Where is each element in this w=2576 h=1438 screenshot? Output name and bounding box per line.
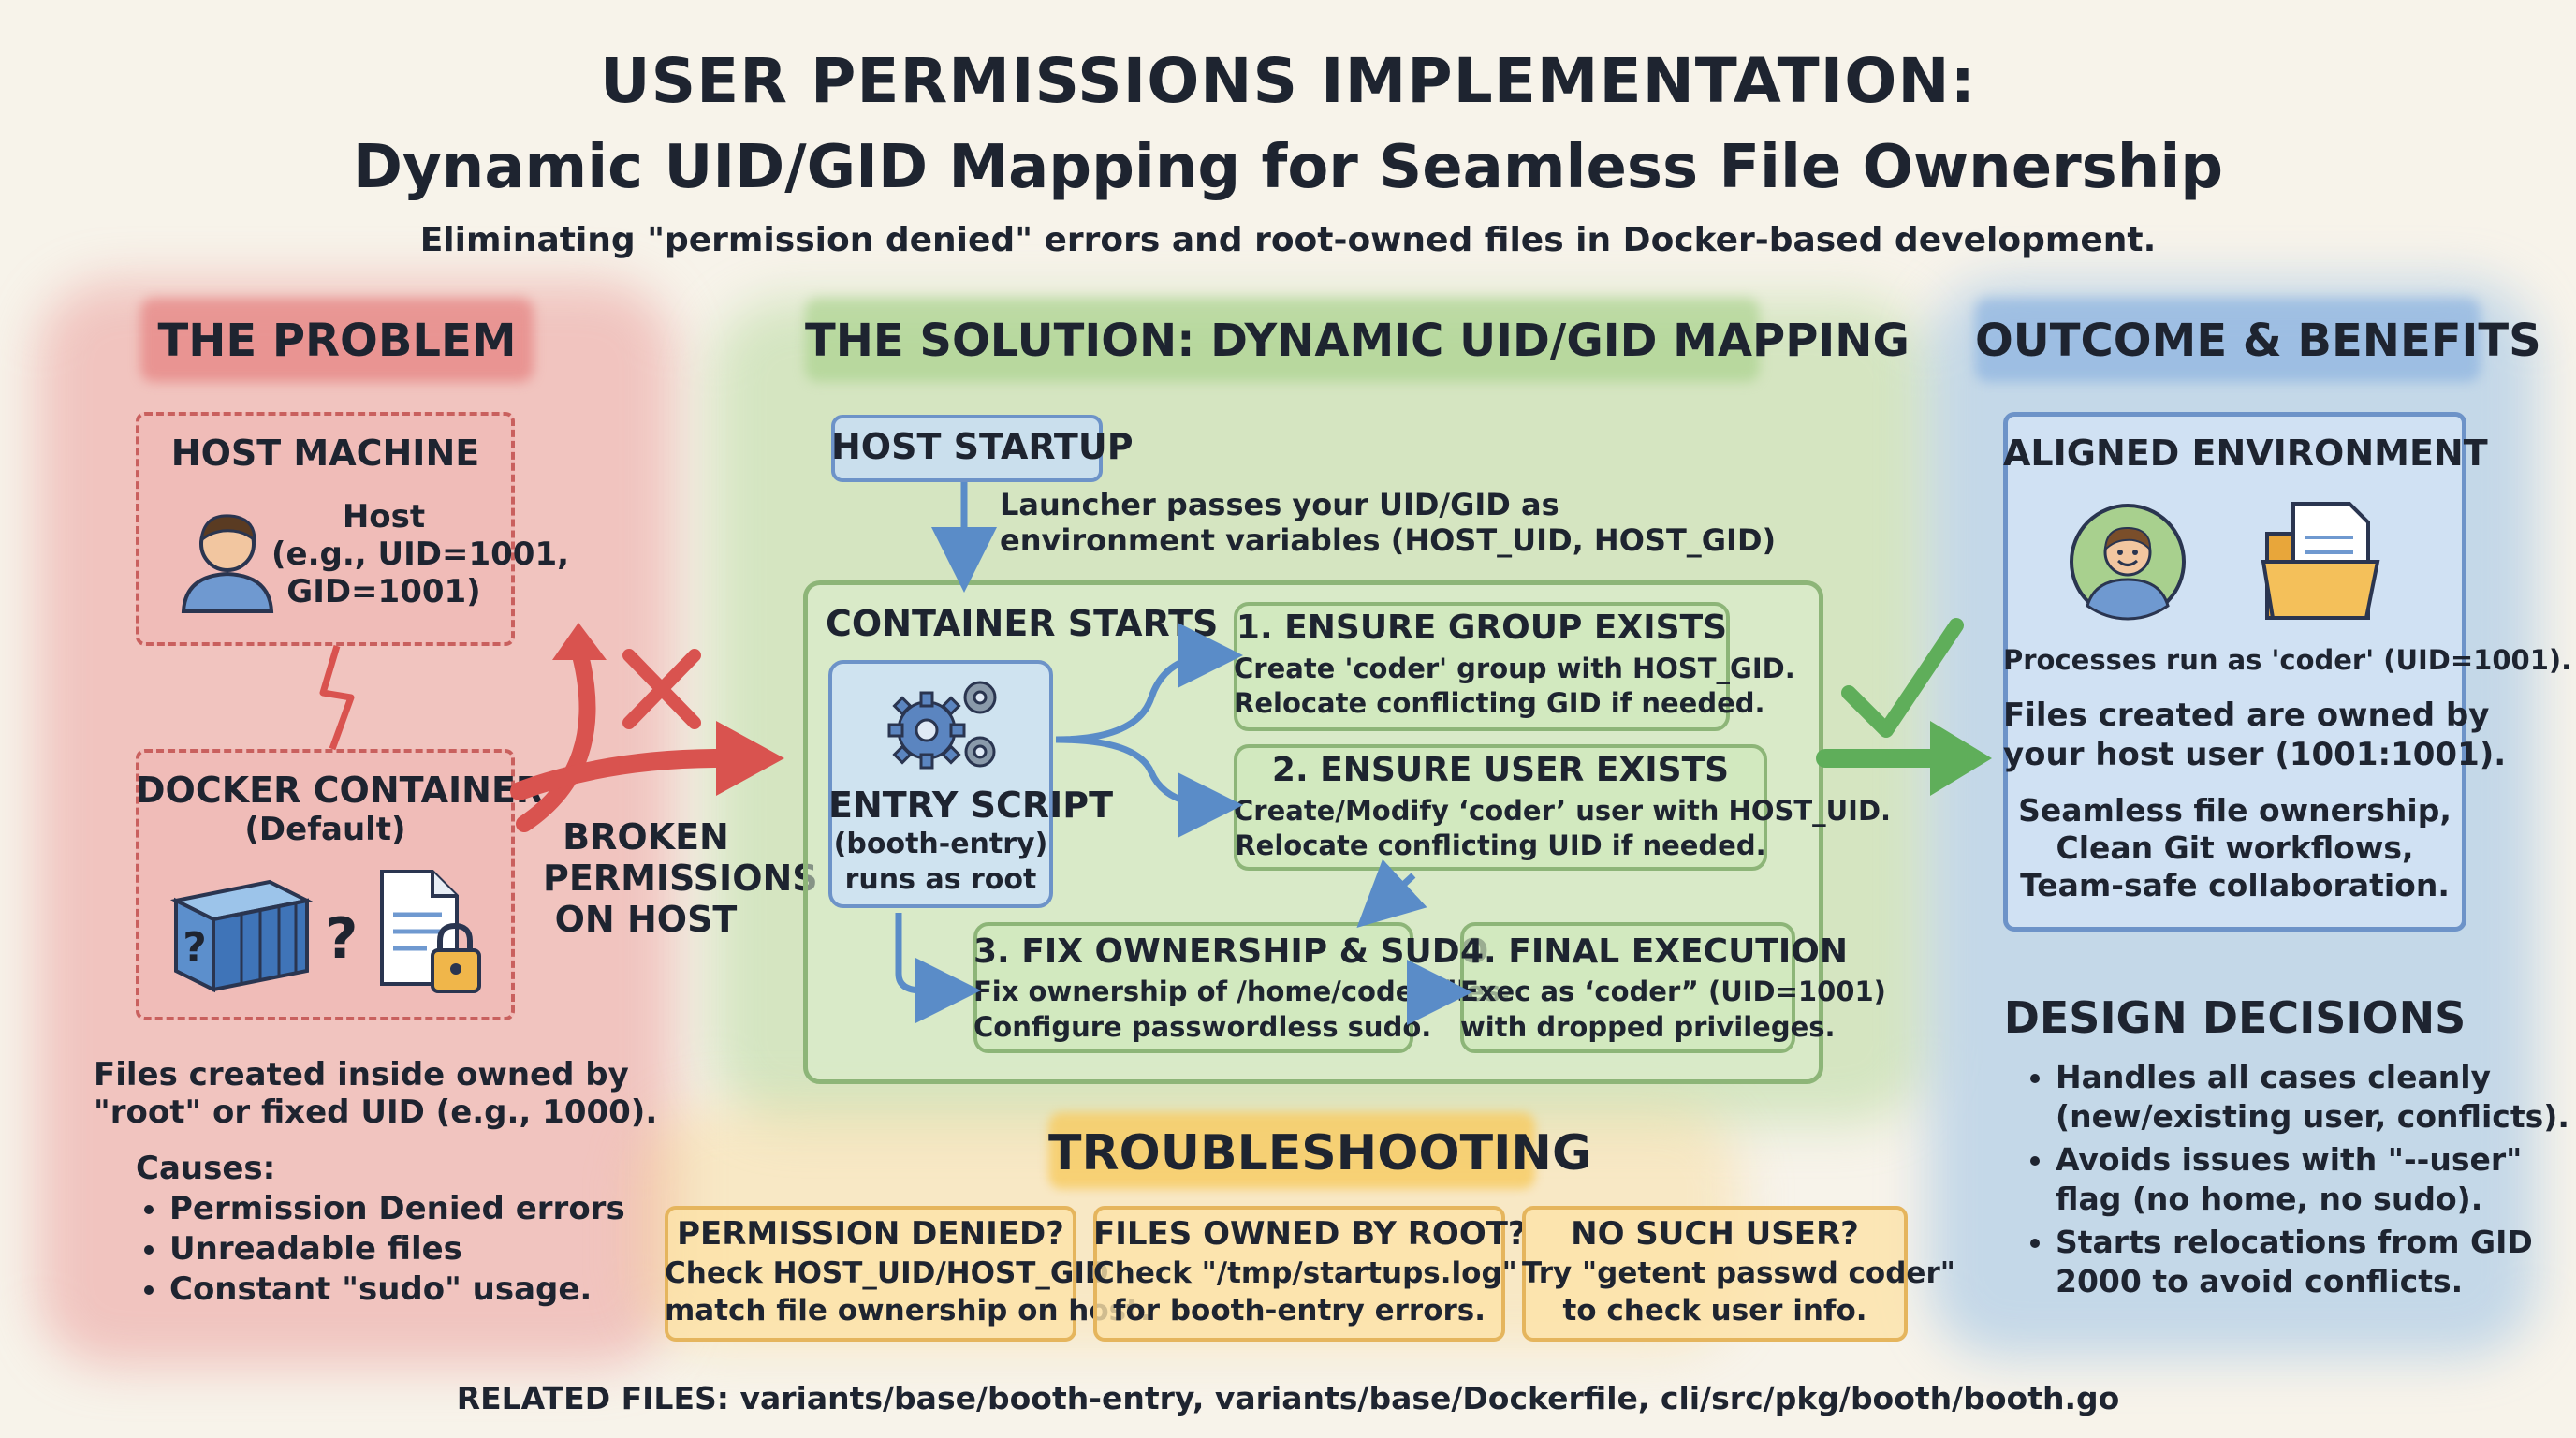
troubleshooting-heading-bg: [1048, 1112, 1535, 1189]
cause-item: Permission Denied errors: [169, 1189, 625, 1229]
title-line2: Dynamic UID/GID Mapping for Seamless Fil…: [352, 133, 2224, 202]
problem-heading: THE PROBLEM: [157, 315, 517, 367]
entry-to-step3-arrow: [895, 913, 981, 1023]
solution-heading: THE SOLUTION: DYNAMIC UID/GID MAPPING: [805, 315, 1910, 367]
step2-down-arrow: [1356, 858, 1427, 929]
outcome-heading-bg: [1975, 298, 2481, 382]
trouble-item-3-line2: to check user info.: [1562, 1294, 1867, 1328]
trouble-item-2: [1093, 1206, 1505, 1342]
design-decisions-list: Handles all cases cleanly(new/existing u…: [2022, 1058, 2569, 1301]
trouble-item-3-line1: Try "getent passwd coder": [1522, 1256, 1955, 1290]
step-3-line2: Configure passwordless sudo.: [973, 1011, 1432, 1043]
launcher-line2: environment variables (HOST_UID, HOST_GI…: [1000, 522, 1777, 558]
entry-script-line1: (booth-entry): [833, 828, 1048, 860]
docker-container-label: DOCKER CONTAINER: [136, 770, 544, 811]
host-user-icon: [181, 514, 274, 613]
host-machine-label: HOST MACHINE: [170, 433, 480, 474]
lightning-icon: [319, 644, 355, 751]
causes-label: Causes:: [136, 1150, 276, 1187]
branch-arrow-1: [1055, 623, 1243, 743]
broken-line3: ON HOST: [554, 899, 738, 940]
red-main-arrow: [510, 749, 730, 800]
host-line1: Host: [342, 498, 426, 536]
host-machine-box: [136, 412, 515, 646]
solution-heading-bg: [805, 298, 1760, 382]
aligned-benefit3: Team-safe collaboration.: [2020, 867, 2450, 903]
aligned-environment-label: ALIGNED ENVIRONMENT: [2003, 433, 2488, 474]
aligned-files2: your host user (1001:1001).: [2003, 736, 2507, 773]
launcher-line1: Launcher passes your UID/GID as: [1000, 487, 1559, 522]
design-decisions-heading: DESIGN DECISIONS: [2003, 992, 2466, 1043]
gears-icon: [887, 681, 997, 770]
trouble-item-2-title: FILES OWNED BY ROOT?: [1093, 1215, 1527, 1253]
container-icon: ?: [169, 879, 314, 993]
happy-user-icon: [2070, 504, 2186, 621]
host-line3: GID=1001): [286, 573, 481, 610]
aligned-environment-box: [2003, 412, 2466, 932]
svg-text:?: ?: [183, 924, 207, 972]
related-files: RELATED FILES: variants/base/booth-entry…: [0, 1380, 2576, 1416]
outcome-heading: OUTCOME & BENEFITS: [1975, 315, 2541, 367]
trouble-item-1-title: PERMISSION DENIED?: [677, 1215, 1064, 1253]
aligned-benefit1: Seamless file ownership,: [2018, 792, 2452, 829]
green-arrowhead: [1930, 721, 1992, 796]
files-text-line1: Files created inside owned by: [94, 1056, 629, 1093]
red-x-icon: [622, 649, 701, 729]
trouble-item-1-line2: match file ownership on host.: [665, 1294, 1151, 1328]
troubleshooting-heading: TROUBLESHOOTING: [1048, 1125, 1592, 1181]
related-files-list: variants/base/booth-entry, variants/base…: [739, 1380, 2120, 1416]
trouble-item-3-title: NO SUCH USER?: [1571, 1215, 1859, 1253]
red-return-arrow: [516, 647, 596, 832]
entry-script-box: [828, 660, 1053, 908]
docker-question-mark: ?: [325, 906, 359, 972]
related-files-label: RELATED FILES:: [456, 1380, 729, 1416]
container-starts-label: CONTAINER STARTS: [826, 603, 1219, 644]
step-1-line2: Relocate conflicting GID if needed.: [1234, 687, 1765, 719]
step-2-title: 2. ENSURE USER EXISTS: [1271, 751, 1730, 789]
causes-list: Permission Denied errors Unreadable file…: [136, 1189, 625, 1310]
files-text-line2: "root" or fixed UID (e.g., 1000).: [94, 1093, 658, 1131]
step-1-line1: Create 'coder' group with HOST_GID.: [1234, 653, 1795, 684]
host-startup-box: [831, 415, 1103, 482]
subtitle: Eliminating "permission denied" errors a…: [419, 221, 2157, 259]
step-3-box: [973, 922, 1413, 1053]
step-4-title: 4. FINAL EXECUTION: [1460, 932, 1848, 971]
title-line1: USER PERMISSIONS IMPLEMENTATION:: [600, 45, 1976, 117]
broken-line1: BROKEN: [563, 816, 729, 858]
trouble-item-2-line1: Check "/tmp/startups.log": [1093, 1256, 1517, 1290]
design-item: Handles all cases cleanly(new/existing u…: [2056, 1058, 2569, 1137]
red-main-arrowhead: [716, 721, 784, 796]
red-return-arrowhead: [552, 623, 607, 660]
host-startup-label: HOST STARTUP: [831, 426, 1134, 467]
aligned-benefit2: Clean Git workflows,: [2056, 829, 2414, 866]
aligned-files1: Files created are owned by: [2003, 697, 2490, 734]
cause-item: Unreadable files: [169, 1229, 625, 1269]
branch-arrow-2: [1055, 736, 1243, 838]
trouble-item-1-line1: Check HOST_UID/HOST_GID: [665, 1256, 1109, 1290]
design-item: Avoids issues with "--user"flag (no home…: [2056, 1140, 2569, 1219]
locked-file-icon: [380, 870, 481, 993]
docker-container-sublabel: (Default): [244, 811, 406, 848]
step-4-box: [1460, 922, 1795, 1053]
step-1-box: [1234, 602, 1730, 731]
step-3-title: 3. FIX OWNERSHIP & SUDO: [973, 932, 1489, 971]
trouble-item-1: [665, 1206, 1076, 1342]
step-4-line2: with dropped privileges.: [1460, 1011, 1836, 1043]
folder-icon: [2261, 502, 2380, 620]
trouble-item-2-line2: for booth-entry errors.: [1112, 1294, 1486, 1328]
step-1-title: 1. ENSURE GROUP EXISTS: [1236, 609, 1728, 647]
entry-script-line2: runs as root: [844, 863, 1037, 896]
cause-item: Constant "sudo" usage.: [169, 1269, 625, 1310]
trouble-item-3: [1522, 1206, 1908, 1342]
green-check-icon: [1841, 618, 1964, 738]
problem-heading-bg: [140, 298, 534, 382]
step-2-line2: Relocate conflicting UID if needed.: [1235, 829, 1766, 861]
problem-wash: [37, 281, 674, 1367]
step-2-box: [1234, 744, 1767, 871]
